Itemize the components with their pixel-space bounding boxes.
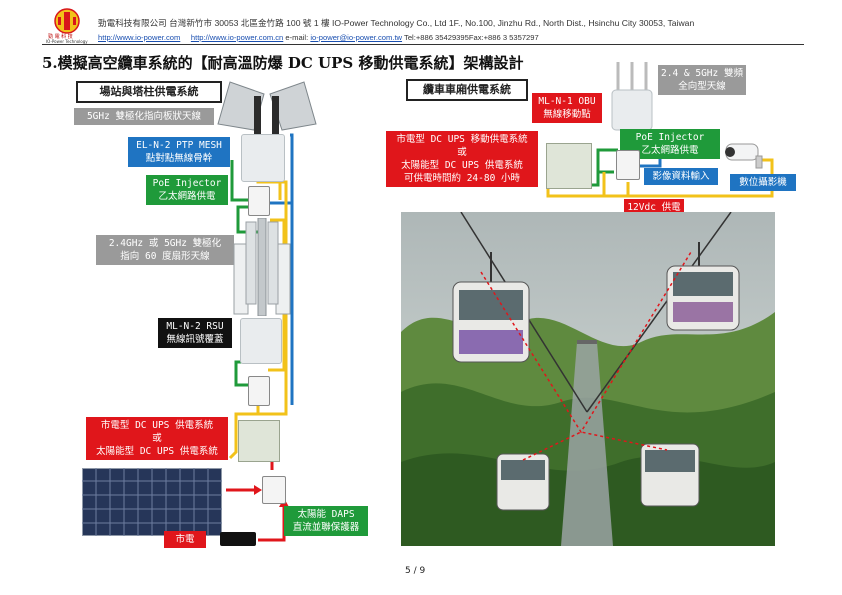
omni-antenna-label: 2.4 & 5GHz 雙頻 全向型天線 xyxy=(658,65,746,95)
sector-antenna-icon xyxy=(233,218,291,316)
rsu-model: ML-N-2 RSU xyxy=(166,321,224,332)
ups-options-label-right: 市電型 DC UPS 移動供電系統 或 太陽能型 DC UPS 供電系統 可供電… xyxy=(386,131,538,187)
daps-desc: 直流並聯保護器 xyxy=(292,522,360,533)
email-link[interactable]: io-power@io-power.com.tw xyxy=(310,33,403,42)
gondola-left xyxy=(452,252,530,363)
email-label: e-mail: xyxy=(285,33,309,42)
solar-panel-icon xyxy=(82,468,222,536)
logo-chinese-text: 勁 電 科 技 xyxy=(48,34,73,40)
phone-fax: Tel:+886 35429395Fax:+886 3 5357297 xyxy=(404,33,539,42)
omni-antenna-line1: 2.4 & 5GHz 雙頻 xyxy=(661,68,743,79)
gondola-right xyxy=(666,242,740,331)
camera-icon xyxy=(725,143,763,169)
rsu-radio-device xyxy=(240,318,282,364)
power-12v-label: 12Vdc 供電 xyxy=(624,199,684,216)
station-power-section-title: 場站與塔柱供電系統 xyxy=(76,81,222,103)
daps-title: 太陽能 DAPS xyxy=(297,509,355,520)
company-logo xyxy=(54,8,80,34)
poe-injector-label-left: PoE Injector 乙太網路供電 xyxy=(146,175,228,205)
logo-english-text: IO-Power Technology xyxy=(46,39,88,44)
header-divider xyxy=(42,44,804,45)
mains-label: 市電 xyxy=(164,531,206,548)
poe-injector-device-right xyxy=(616,150,640,180)
camera-label: 數位攝影機 xyxy=(730,174,796,191)
power-adapter-icon xyxy=(220,532,256,546)
daps-device xyxy=(262,476,286,504)
sector-antenna-line2: 指向 60 度扇形天線 xyxy=(120,251,210,262)
panel-antenna-label: 5GHz 雙極化指向板狀天線 xyxy=(74,108,214,125)
ups-solar-right: 太陽能型 DC UPS 供電系統 xyxy=(401,160,523,171)
cabin-power-section-title: 纜車車廂供電系統 xyxy=(406,79,528,101)
ups-solar-left: 太陽能型 DC UPS 供電系統 xyxy=(96,446,218,457)
ups-mains-left: 市電型 DC UPS 供電系統 xyxy=(100,420,214,431)
ptp-mesh-label: EL-N-2 PTP MESH 點對點無線骨幹 xyxy=(128,137,230,167)
obu-label: ML-N-1 OBU 無線移動點 xyxy=(532,93,602,123)
omni-antenna-line2: 全向型天線 xyxy=(678,81,726,92)
gondola-bottom-left xyxy=(496,453,550,511)
page-title: 5.模擬高空纜車系統的【耐高溫防爆 DC UPS 移動供電系統】架構設計 xyxy=(42,54,524,72)
ups-options-label-left: 市電型 DC UPS 供電系統 或 太陽能型 DC UPS 供電系統 xyxy=(86,417,228,460)
poe-injector-desc-right: 乙太網路供電 xyxy=(641,145,699,156)
company-address: 勁電科技有限公司 台灣新竹市 30053 北區金竹路 100 號 1 樓 IO-… xyxy=(98,18,695,28)
daps-label: 太陽能 DAPS 直流並聯保護器 xyxy=(284,506,368,536)
obu-model: ML-N-1 OBU xyxy=(538,96,596,107)
poe-injector-device-top xyxy=(248,186,270,216)
obu-desc: 無線移動點 xyxy=(543,109,591,120)
website-cn-link[interactable]: http://www.io-power.com.cn xyxy=(190,33,284,42)
ups-or-right: 或 xyxy=(457,147,467,158)
page-number: 5 / 9 xyxy=(405,566,426,576)
ptp-mesh-model: EL-N-2 PTP MESH xyxy=(136,140,222,151)
poe-injector-desc-left: 乙太網路供電 xyxy=(158,191,216,202)
gondola-photo xyxy=(401,212,775,546)
gondola-bottom-right xyxy=(640,443,700,507)
panel-antenna-icon xyxy=(217,81,317,136)
poe-injector-title-right: PoE Injector xyxy=(635,132,705,143)
ups-enclosure-left xyxy=(238,420,280,462)
ptp-mesh-desc: 點對點無線骨幹 xyxy=(145,153,213,164)
sector-antenna-label: 2.4GHz 或 5GHz 雙極化 指向 60 度扇形天線 xyxy=(96,235,234,265)
website-link[interactable]: http://www.io-power.com xyxy=(98,33,181,42)
poe-injector-device-bottom xyxy=(248,376,270,406)
ups-mains-right: 市電型 DC UPS 移動供電系統 xyxy=(396,134,528,145)
rsu-desc: 無線訊號覆蓋 xyxy=(166,334,224,345)
poe-injector-title-left: PoE Injector xyxy=(152,178,222,189)
ptp-radio-device xyxy=(241,134,285,182)
contact-line: http://www.io-power.com http://www.io-po… xyxy=(98,33,539,42)
omni-antenna-icon xyxy=(611,62,653,131)
ups-or-left: 或 xyxy=(152,433,162,444)
ups-runtime-right: 可供電時間約 24-80 小時 xyxy=(403,173,521,184)
video-input-label: 影像資料輸入 xyxy=(644,168,718,185)
ups-enclosure-right xyxy=(546,143,592,189)
rsu-label: ML-N-2 RSU 無線訊號覆蓋 xyxy=(158,318,232,348)
sector-antenna-line1: 2.4GHz 或 5GHz 雙極化 xyxy=(108,238,222,249)
